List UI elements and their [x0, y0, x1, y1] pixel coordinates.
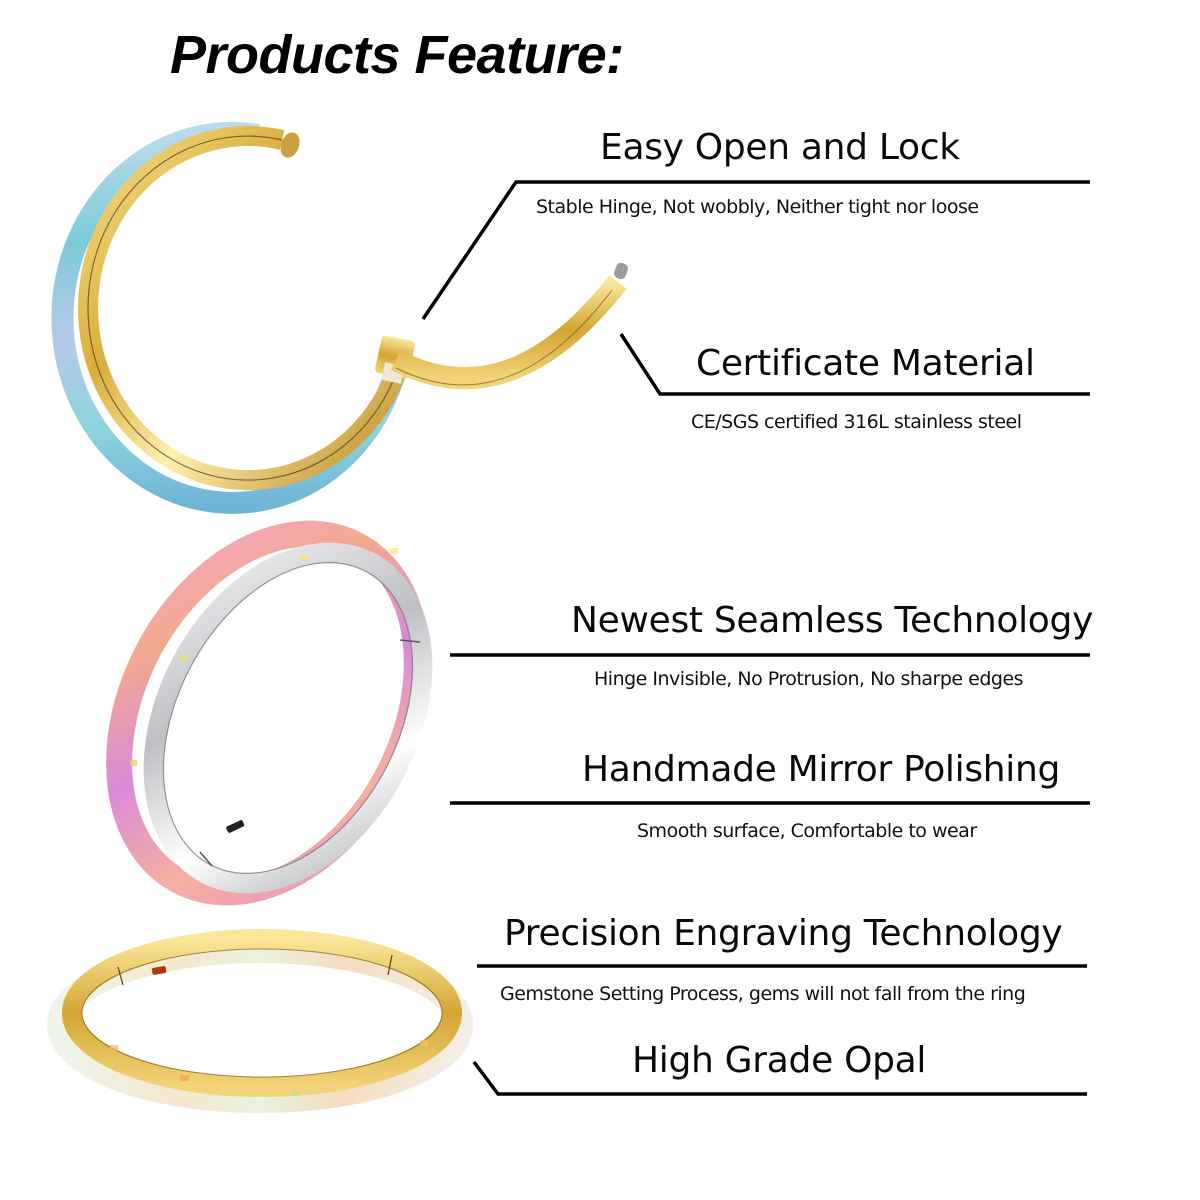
feature-title-certificate: Certificate Material [696, 343, 1035, 384]
feature-title-mirror: Handmade Mirror Polishing [582, 749, 1061, 790]
feature-desc-certificate: CE/SGS certified 316L stainless steel [691, 411, 1022, 433]
leader-lines [421, 180, 1090, 1096]
feature-desc-easy-open: Stable Hinge, Not wobbly, Neither tight … [536, 196, 979, 218]
ring-gold-blue-opal [51, 121, 628, 514]
feature-title-engraving: Precision Engraving Technology [504, 913, 1063, 954]
leader-line-easy-open [421, 180, 1090, 320]
ring-gold-white-opal [47, 929, 473, 1113]
feature-title-seamless: Newest Seamless Technology [571, 600, 1094, 641]
feature-desc-mirror: Smooth surface, Comfortable to wear [637, 820, 977, 842]
leader-line-certificate [619, 333, 1090, 396]
page-title: Products Feature: [170, 25, 624, 85]
feature-desc-engraving: Gemstone Setting Process, gems will not … [500, 983, 1026, 1005]
feature-desc-seamless: Hinge Invisible, No Protrusion, No sharp… [594, 668, 1024, 690]
leader-line-opal [472, 1060, 1087, 1096]
feature-title-easy-open: Easy Open and Lock [600, 127, 960, 168]
ring-silver-pink-opal [106, 520, 433, 906]
feature-title-opal: High Grade Opal [632, 1040, 927, 1081]
